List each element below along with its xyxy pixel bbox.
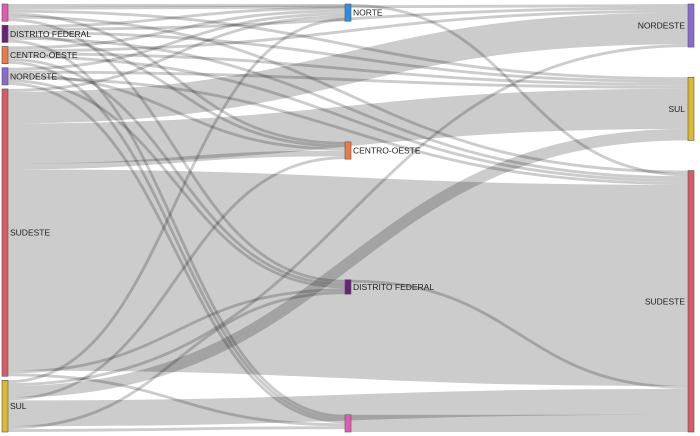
link-centro-oeste-to-nordeste-3: [7, 9, 689, 53]
label-nordeste-3: NORDESTE: [638, 21, 686, 31]
label-sul-3: SUL: [668, 104, 685, 114]
label-nordeste: NORDESTE: [10, 71, 58, 81]
link-sudeste-to-centro-oeste-2: [7, 150, 346, 170]
node-norte: [344, 3, 352, 22]
link-nordeste-to-sul-3: [7, 70, 689, 89]
link-source-pink-to-sudeste-3: [7, 15, 689, 174]
node-source-pink: [1, 3, 9, 22]
link-distrito-federal-to-sul-3: [7, 30, 689, 83]
node-sudeste: [1, 88, 9, 377]
label-sudeste: SUDESTE: [10, 228, 50, 238]
sankey-nodes: [1, 3, 695, 433]
link-nordeste-to-norte: [7, 12, 346, 71]
node-distrito-federal-2: [344, 279, 352, 295]
link-sul-to-nordeste-3: [7, 44, 689, 387]
link-sudeste-to-sudeste-3: [7, 169, 689, 387]
label-centro-oeste-2: CENTRO-OESTE: [353, 145, 421, 155]
link-sul-to-distrito-federal-2: [7, 291, 346, 430]
link-nordeste-to-centro-oeste-2: [7, 73, 346, 151]
node-nordeste: [1, 67, 9, 86]
node-distrito-federal: [1, 24, 9, 43]
link-centro-oeste-to-sul-3: [7, 52, 689, 86]
link-distrito-federal-to-sudeste-3: [7, 36, 689, 180]
node-centro-oeste: [1, 46, 9, 65]
label-sul: SUL: [10, 401, 27, 411]
link-centro-oeste-to-distrito-federal-2: [7, 57, 346, 286]
link-sudeste-to-distrito-federal-2: [7, 288, 346, 374]
node-nordeste-3: [687, 3, 695, 48]
link-sudeste-to-norte: [7, 15, 346, 92]
link-distrito-federal-to-centro-oeste-2: [7, 33, 346, 148]
link-nordeste-to-distrito-federal-2: [7, 79, 346, 289]
link-distrito-federal-2-to-sudeste-3: [350, 279, 689, 389]
link-sul-to-sudeste-3: [7, 388, 689, 427]
link-centro-oeste-to-sudeste-3: [7, 55, 689, 183]
node-sudeste-3: [687, 170, 695, 433]
node-sul-3: [687, 76, 695, 141]
link-sul-to-norte: [7, 18, 346, 384]
link-centro-oeste-to-norte: [7, 9, 346, 50]
link-source-pink-to-centro-oeste-2: [7, 12, 346, 145]
link-sudeste-to-sul-3: [7, 88, 689, 164]
link-nordeste-to-sudeste-3: [7, 76, 689, 185]
link-nordeste-to-pink-2: [7, 82, 346, 424]
sankey-links: [7, 3, 689, 432]
node-centro-oeste-2: [344, 141, 352, 160]
label-centro-oeste: CENTRO-OESTE: [10, 50, 78, 60]
node-sul: [1, 379, 9, 433]
link-sudeste-to-nordeste-3: [7, 12, 689, 124]
link-source-pink-to-sul-3: [7, 9, 689, 81]
node-pink-2: [344, 414, 352, 433]
link-norte-to-sudeste-3: [350, 4, 689, 177]
label-sudeste-3: SUDESTE: [645, 296, 685, 306]
link-centro-oeste-to-pink-2: [7, 60, 346, 421]
link-sul-to-centro-oeste-2: [7, 156, 346, 401]
label-norte: NORTE: [353, 8, 383, 18]
link-distrito-federal-to-pink-2: [7, 39, 346, 418]
label-distrito-federal-2: DISTRITO FEDERAL: [353, 282, 434, 292]
link-sudeste-to-pink-2: [7, 373, 346, 427]
link-sul-to-sul-3: [7, 128, 689, 398]
sankey-labels: DISTRITO FEDERAL CENTRO-OESTE NORDESTE SUDE…: [10, 8, 685, 412]
link-sul-to-pink-2: [7, 426, 346, 432]
link-source-pink-to-distrito-federal-2: [7, 18, 346, 283]
label-distrito-federal: DISTRITO FEDERAL: [10, 29, 91, 39]
link-distrito-federal-to-norte: [7, 6, 346, 29]
